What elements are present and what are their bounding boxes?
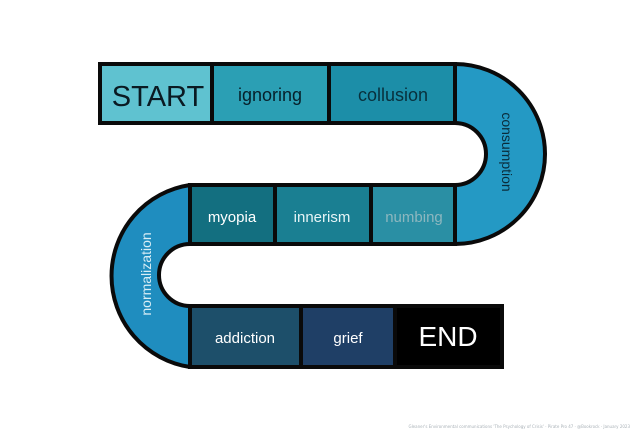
label-addiction: addiction bbox=[215, 330, 275, 347]
label-normalization: normalization bbox=[138, 232, 154, 315]
label-collusion: collusion bbox=[358, 85, 428, 105]
label-consumption: consumption bbox=[499, 112, 515, 191]
footer-credit: Gleaner's Environmental communications '… bbox=[408, 424, 630, 429]
label-end: END bbox=[418, 321, 477, 352]
label-myopia: myopia bbox=[208, 209, 257, 226]
label-start: START bbox=[112, 81, 205, 113]
curve-consumption bbox=[453, 62, 547, 246]
cell-ignoring bbox=[210, 62, 331, 125]
label-ignoring: ignoring bbox=[238, 85, 302, 105]
label-numbing: numbing bbox=[385, 209, 443, 226]
cell-collusion bbox=[327, 62, 457, 125]
label-grief: grief bbox=[333, 330, 363, 347]
curve-normalization bbox=[109, 183, 192, 369]
cell-end bbox=[393, 304, 504, 369]
label-innerism: innerism bbox=[294, 209, 351, 226]
cell-numbing bbox=[369, 183, 457, 246]
